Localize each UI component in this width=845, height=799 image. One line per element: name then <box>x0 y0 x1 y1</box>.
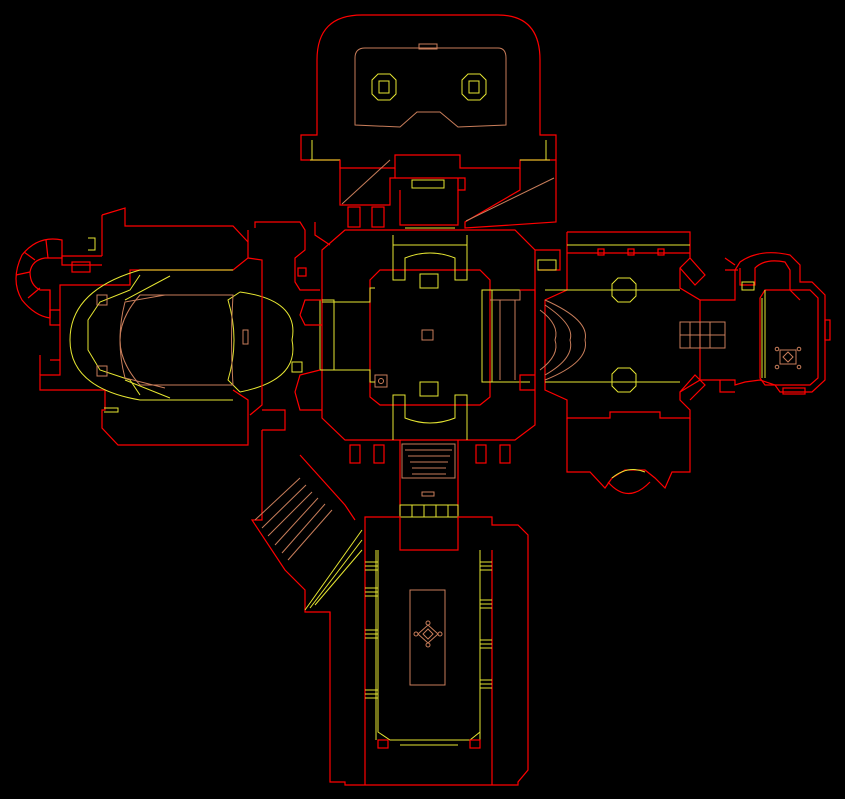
east-wing <box>490 231 831 495</box>
west-connector <box>247 221 331 431</box>
north-corridor <box>339 159 557 229</box>
west-rotunda <box>15 207 303 446</box>
south-corridor <box>399 440 459 518</box>
north-room <box>300 14 557 169</box>
south-temple <box>329 516 529 786</box>
southwest-stairs <box>250 430 363 620</box>
north-pillar-right <box>461 73 487 101</box>
north-pillar-left <box>371 73 397 101</box>
north-switch <box>418 43 438 50</box>
central-hall <box>319 227 536 464</box>
